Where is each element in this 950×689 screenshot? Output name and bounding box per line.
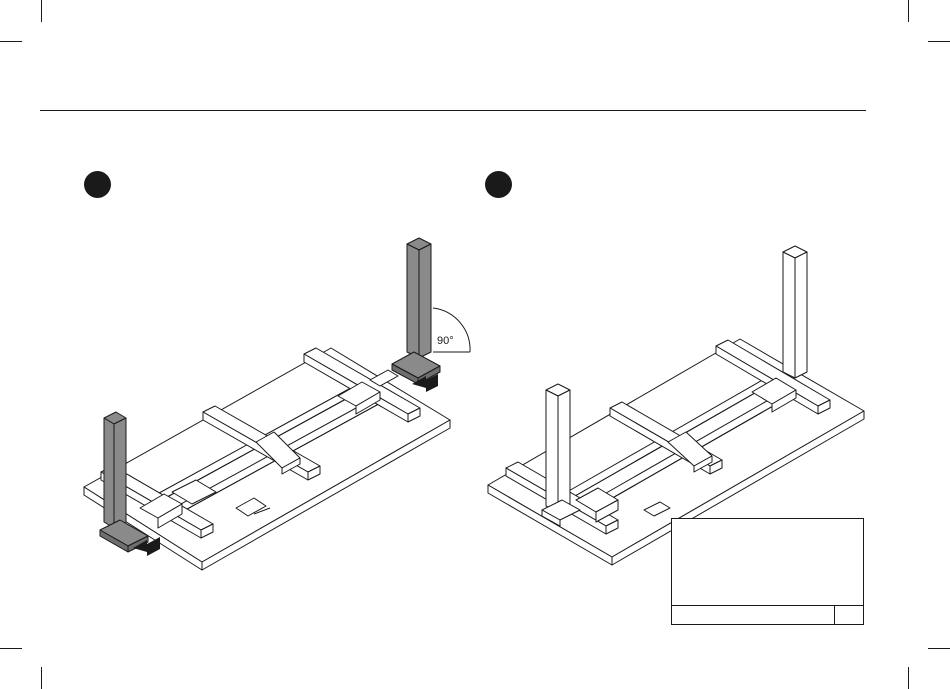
inset-footer	[672, 605, 863, 624]
left-step-illustration	[84, 238, 470, 570]
angle-label: 90°	[437, 335, 454, 347]
parts-inset	[671, 518, 864, 625]
leg-back-left	[392, 238, 440, 384]
leg-back-right	[783, 246, 807, 378]
inset-footer-divider	[834, 606, 835, 624]
